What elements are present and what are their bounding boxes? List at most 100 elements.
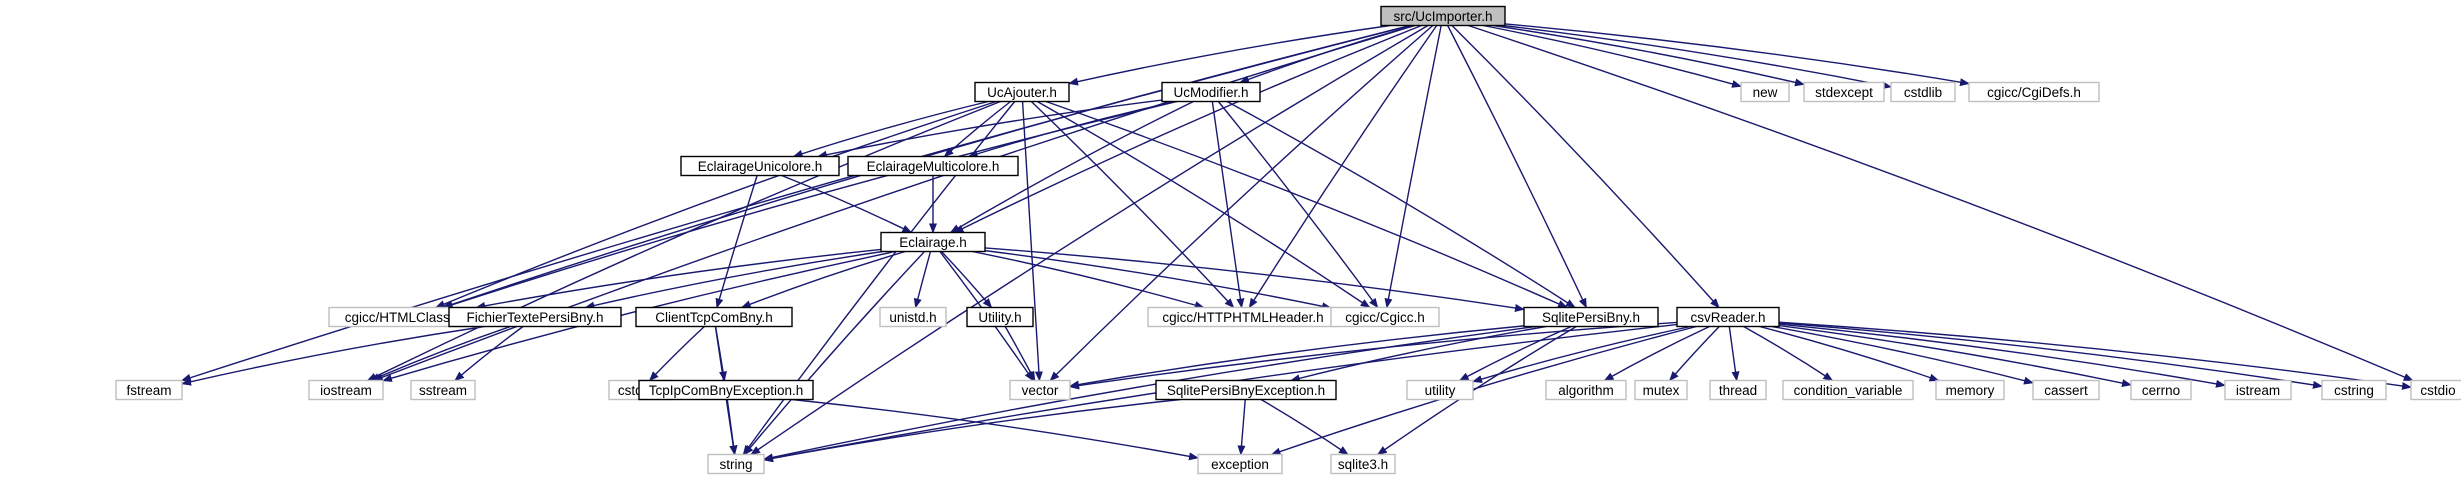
edge-csvreader-to-cerrno [1778,324,2132,388]
node-box [974,81,1070,103]
node-label: memory [1946,383,1995,398]
edge-eclairage-to-utility_h [940,251,993,309]
node-sqlitepersi[interactable]: SqlitePersiBny.h [1523,306,1659,328]
node-label: src/UcImporter.h [1393,9,1492,24]
node-label: cgicc/CgiDefs.h [1987,85,2081,100]
edge-sqliteexc-to-exception [1237,399,1246,456]
node-memory: memory [1935,379,2005,401]
edge-ucimporter-to-fstream [180,24,1411,382]
node-box [1634,379,1688,401]
edge-ucimporter-to-stdexcept [1493,24,1805,87]
edge-sqlitepersi-to-string [763,325,1536,462]
edge-ucimporter-to-cgidefs [1504,23,1970,87]
node-box [308,379,384,401]
node-utility_h[interactable]: Utility.h [966,306,1034,328]
edge-csvreader-to-utility [1472,325,1691,383]
edge-eclairage-to-unistd [913,251,932,309]
edge-eclairage-to-sqlitepersi [984,247,1525,312]
node-ucimporter[interactable]: src/UcImporter.h [1380,5,1506,27]
node-fichiertexte[interactable]: FichierTextePersiBny.h [448,306,622,328]
node-box [1968,81,2100,103]
edge-eclairage-to-htmlclasses [475,248,882,310]
node-tcpipexc[interactable]: TcpIpComBnyException.h [638,379,814,401]
node-label: thread [1719,383,1757,398]
edge-ucmodifier-to-cgicc [1217,101,1379,309]
edge-ucajouter-to-sqlitepersi [1045,100,1568,309]
node-label: cgicc/HTTPHTMLHeader.h [1162,310,1323,325]
edge-tcpipexc-to-string [726,399,738,456]
node-clienttcp[interactable]: ClientTcpComBny.h [635,306,793,328]
node-label: cgicc/Cgicc.h [1345,310,1425,325]
edge-ucimporter-to-iostream [372,24,1416,382]
node-ucmodifier[interactable]: UcModifier.h [1161,81,1261,103]
edge-eclairage-to-httphtmlheader [972,250,1205,309]
node-label: EclairageMulticolore.h [867,159,1000,174]
node-eclmulticolore[interactable]: EclairageMulticolore.h [847,155,1019,177]
node-label: utility [1425,383,1456,398]
edge-sqlitepersi-to-utility [1458,325,1572,382]
node-sqlite3: sqlite3.h [1330,453,1396,475]
node-box [2224,379,2292,401]
node-box [2410,379,2461,401]
edge-ucimporter-to-new [1483,24,1742,88]
node-sqliteexc[interactable]: SqlitePersiBnyException.h [1155,379,1337,401]
node-label: cassert [2044,383,2088,398]
edge-ucmodifier-to-httphtmlheader [1211,101,1245,309]
node-box [1935,379,2005,401]
edge-sqliteexc-to-string [763,398,1181,463]
node-exception: exception [1197,453,1283,475]
edge-ucimporter-to-sqlitepersi [1447,25,1587,309]
node-label: sqlite3.h [1338,457,1388,472]
node-cassert: cassert [2032,379,2100,401]
node-box [1676,306,1780,328]
edge-fichiertexte-to-iostream [369,325,511,382]
edge-ucajouter-to-htmlclasses [434,100,997,309]
node-box [1330,306,1440,328]
node-thread: thread [1709,379,1767,401]
node-eclunicolore[interactable]: EclairageUnicolore.h [680,155,840,177]
node-label: Utility.h [978,310,1021,325]
node-box [1155,379,1337,401]
edge-clienttcp-to-cstdarg [648,325,705,382]
node-box [707,453,765,475]
node-label: fstream [126,383,171,398]
edge-sqliteexc-to-sqlite3 [1260,398,1349,456]
edge-sqlitepersi-to-sqliteexc [1289,325,1547,383]
node-label: istream [2236,383,2280,398]
edge-tcpipexc-to-exception [791,398,1199,461]
node-cgicc: cgicc/Cgicc.h [1330,306,1440,328]
node-label: UcAjouter.h [987,85,1057,100]
node-label: TcpIpComBnyException.h [649,383,804,398]
edge-ucimporter-to-ucajouter [1068,24,1391,86]
node-utility: utility [1406,379,1474,401]
node-label: iostream [320,383,372,398]
node-box [2130,379,2192,401]
node-label: exception [1211,457,1269,472]
edge-ucajouter-to-string [742,101,1016,456]
node-box [847,155,1019,177]
node-ucajouter[interactable]: UcAjouter.h [974,81,1070,103]
node-iostream: iostream [308,379,384,401]
edge-utility_h-to-vector [1004,326,1036,382]
node-box [448,306,622,328]
node-label: UcModifier.h [1173,85,1248,100]
edge-ucajouter-to-cgicc [1036,100,1371,309]
node-istream: istream [2224,379,2292,401]
edge-ucmodifier-to-sqlitepersi [1226,100,1576,309]
node-box [1161,81,1261,103]
edge-fichiertexte-to-fstream [181,325,485,386]
node-csvreader[interactable]: csvReader.h [1676,306,1780,328]
node-box [1380,5,1506,27]
edge-ucimporter-to-csvreader [1451,25,1720,309]
edge-ucimporter-to-cstdio [1468,24,2414,382]
node-cstdio: cstdio [2410,379,2461,401]
node-box [1545,379,1627,401]
edge-csvreader-to-cassert [1771,325,2034,385]
node-cerrno: cerrno [2130,379,2192,401]
node-label: ClientTcpComBny.h [655,310,773,325]
node-eclairage[interactable]: Eclairage.h [880,231,986,253]
node-box [635,306,793,328]
node-algorithm: algorithm [1545,379,1627,401]
